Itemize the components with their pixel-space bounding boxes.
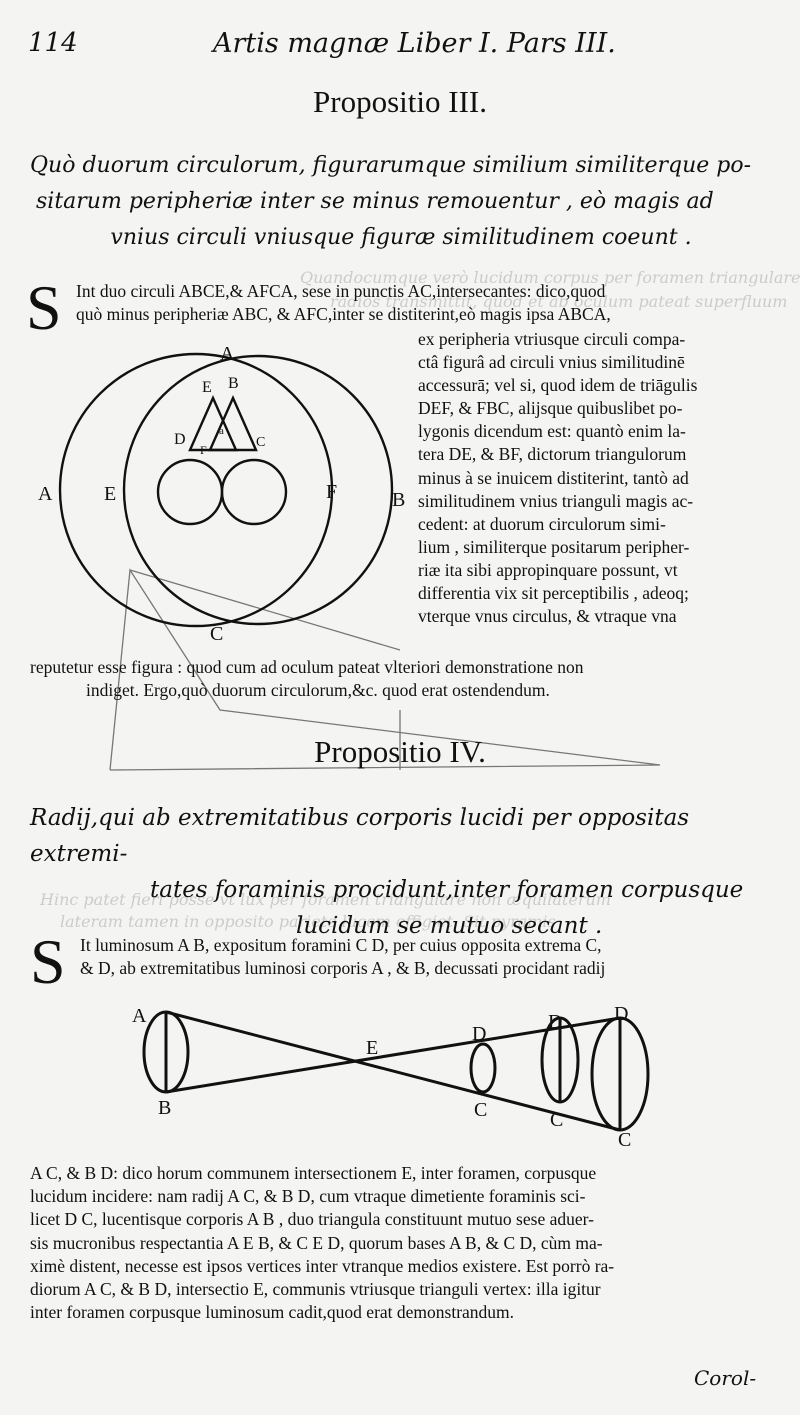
proposition-3-title: Propositio III. [313, 84, 487, 119]
text-line: ximè distent, necesse est ipsos vertices… [30, 1255, 615, 1276]
proposition-3-body-full: Int duo circuli ABCE,& AFCA, sese in pun… [76, 280, 611, 326]
figure-label-c-3: C [618, 1129, 631, 1150]
running-head: Artis magnæ Liber I. Pars III. [213, 28, 616, 59]
figure-label-c-1: C [474, 1099, 487, 1121]
small-circle-left [156, 458, 224, 526]
proposition-3-statement: Quò duorum circulorum, figurarumque simi… [30, 148, 772, 256]
text-line: differentia vix sit perceptibilis , adeo… [418, 583, 689, 604]
page-number: 114 [28, 28, 78, 58]
figure-label-a-left: A [38, 483, 53, 505]
figure-label-b: B [158, 1097, 171, 1119]
small-circle-right [220, 458, 288, 526]
text-line: lucidum incidere: nam radij A C, & B D, … [30, 1186, 586, 1207]
text-line: vterque vnus circulus, & vtraque vna [418, 606, 677, 627]
circle-afca [122, 354, 394, 626]
proposition-3-body-right-column: ex peripheria vtriusque circuli compa- c… [418, 328, 697, 628]
triangle-fbc [208, 395, 258, 452]
bleed-through-line: Quandocumque verò lucidum corpus per for… [300, 268, 800, 287]
drop-capital: S [26, 272, 62, 343]
proposition-4-body-after: A C, & B D: dico horum communem intersec… [30, 1162, 614, 1324]
rays-figure: A B E D C D C D C [132, 1003, 650, 1150]
text-line: indiget. Ergo,quò duorum circulorum,&c. … [86, 680, 550, 701]
aperture-cd-1 [469, 1042, 497, 1094]
circles-figure: A A B E F C E B D F C a [38, 343, 405, 645]
proposition-4-body-intro: It luminosum A B, expositum foramini C D… [80, 934, 605, 980]
bleed-through-line: radios transmittit, quod et ab oculum pa… [330, 292, 788, 311]
text-line: DEF, & FBC, alijsque quibuslibet po- [418, 398, 683, 419]
figure-label-d-2: D [548, 1011, 562, 1033]
figure-label-c-triangle: C [256, 435, 265, 450]
figure-label-e: E [366, 1037, 378, 1059]
figure-label-b-triangle: B [228, 375, 239, 392]
figure-label-a-top: A [220, 343, 235, 365]
text-line: quò minus peripheriæ ABC, & AFC,inter se… [76, 304, 611, 325]
proposition-3-body-end: reputetur esse figura : quod cum ad ocul… [30, 656, 584, 702]
proposition-4-title: Propositio IV. [314, 734, 486, 769]
text-line: ex peripheria vtriusque circuli compa- [418, 329, 686, 349]
figure-label-d-triangle: D [174, 431, 186, 448]
figure-label-c-2: C [550, 1109, 563, 1131]
text-line: Int duo circuli ABCE,& AFCA, sese in pun… [76, 281, 606, 301]
statement-line: tates foraminis procidunt,inter foramen … [150, 877, 744, 903]
figure-label-a-triangle: a [219, 425, 224, 437]
figure-label-a: A [132, 1005, 147, 1027]
figure-label-f-right: F [326, 481, 337, 503]
text-line: sis mucronibus respectantia A E B, & C E… [30, 1232, 603, 1253]
statement-line: Quò duorum circulorum, figurarumque simi… [30, 153, 752, 178]
text-line: reputetur esse figura : quod cum ad ocul… [30, 657, 584, 677]
bleed-through-line: lateram tamen in opposito pariete lucem … [60, 912, 556, 931]
text-line: inter foramen corpusque luminosum cadit,… [30, 1302, 515, 1323]
text-line: minus à se inuicem distiterint, tantò ad [418, 467, 689, 488]
figure-label-e-triangle: E [202, 379, 212, 396]
catchword: Corol- [694, 1366, 757, 1390]
figure-label-c-bottom: C [210, 623, 223, 645]
text-line: It luminosum A B, expositum foramini C D… [80, 935, 602, 955]
text-line: lium , similiterque positarum peripher- [418, 536, 690, 557]
text-line: & D, ab extremitatibus luminosi corporis… [80, 958, 606, 979]
figure-label-d-1: D [472, 1023, 486, 1045]
text-line: diorum A C, & B D, intersectio E, commun… [30, 1279, 601, 1300]
statement-line: vnius circuli vniusque figuræ similitudi… [110, 225, 692, 250]
ray-bd [165, 1016, 621, 1094]
figure-label-e-left: E [104, 483, 116, 505]
figure-label-f-triangle: F [200, 443, 207, 457]
circle-abce [58, 352, 334, 628]
text-line: licet D C, lucentisque corporis A B , du… [30, 1209, 594, 1230]
bleed-through-line: Hinc patet fieri posse vt lux per forame… [40, 890, 611, 909]
page-header: 114 Artis magnæ Liber I. Pars III. [28, 24, 760, 60]
text-line: A C, & B D: dico horum communem intersec… [30, 1163, 597, 1183]
drop-capital: S [30, 926, 66, 997]
proposition-4-statement: Radij,qui ab extremitatibus corporis luc… [30, 800, 772, 944]
text-line: tera DE, & BF, dictorum triangulorum [418, 444, 687, 465]
figure-label-d-3: D [614, 1003, 628, 1025]
text-line: accessurā; vel si, quod idem de triāguli… [418, 375, 698, 396]
text-line: riæ ita sibi appropinquare possunt, vt [418, 559, 678, 580]
text-line: lygonis dicendum est: quantò enim la- [418, 421, 686, 442]
text-line: ctâ figurâ ad circuli vnius similitudinē [418, 352, 685, 373]
text-line: cedent: at duorum circulorum simi- [418, 513, 666, 534]
ray-ac [165, 1010, 621, 1132]
statement-line: Radij,qui ab extremitatibus corporis luc… [30, 805, 690, 867]
text-line: similitudinem vnius trianguli magis ac- [418, 490, 694, 511]
bleed-through-diagram [109, 568, 661, 771]
figure-label-b-right: B [392, 489, 405, 511]
statement-line: sitarum peripheriæ inter se minus remoue… [36, 189, 714, 214]
statement-line: lucidum se mutuo secant . [296, 913, 603, 939]
